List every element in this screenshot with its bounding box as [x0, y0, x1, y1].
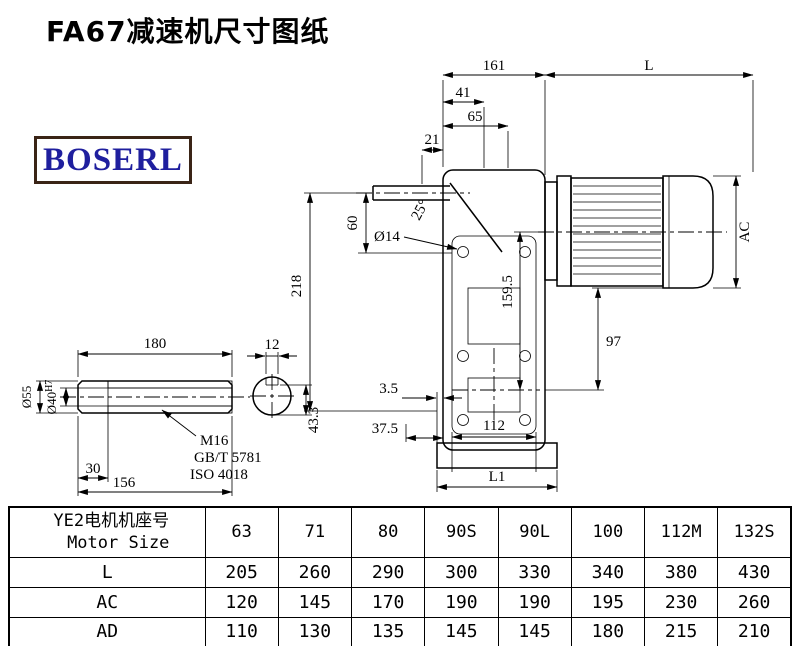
table-cell: 210 — [717, 616, 792, 646]
label-iso-standard: ISO 4018 — [190, 467, 248, 483]
bolt-hole — [519, 246, 531, 258]
dim-angle25-label: 25° — [408, 197, 432, 223]
bolt-hole — [519, 350, 531, 362]
table-cell: 190 — [497, 586, 572, 618]
motor-size-table: YE2电机机座号 Motor Size 63 71 80 90S 90L 100… — [8, 506, 792, 646]
table-cell: 195 — [570, 586, 646, 618]
dim-L1-label: L1 — [489, 469, 506, 485]
dim-dia40H7-label: Ø40H7 — [44, 380, 59, 415]
dim-3-5-label: 3.5 — [379, 381, 398, 397]
housing-rib-edge — [449, 182, 503, 253]
table-cell: 260 — [277, 556, 353, 588]
table-cell: 230 — [643, 586, 719, 618]
dim-97-label: 97 — [606, 334, 622, 350]
main-dimensions: 161 L 41 65 21 60 218 Ø14 25° 159.5 AC 9… — [289, 58, 754, 492]
dim-21-label: 21 — [425, 132, 440, 148]
dim-L-label: L — [644, 58, 653, 74]
size-col-header: 90S — [424, 506, 499, 558]
dim-dia40-value: Ø40 — [44, 392, 59, 414]
dim-dia55-label: Ø55 — [19, 386, 34, 408]
dim-37-5-label: 37.5 — [372, 421, 398, 437]
dim-12-label: 12 — [265, 337, 280, 353]
dim-161-label: 161 — [483, 58, 506, 74]
table-cell: 340 — [570, 556, 646, 588]
table-cell: 190 — [424, 586, 499, 618]
dim-112-label: 112 — [483, 418, 505, 434]
dim-218-label: 218 — [289, 275, 305, 298]
row-label: AD — [8, 616, 206, 646]
label-gb-standard: GB/T 5781 — [194, 450, 262, 466]
size-col-header: 112M — [643, 506, 719, 558]
table-cell: 430 — [717, 556, 792, 588]
motor-size-label-en: Motor Size — [67, 533, 170, 554]
table-cell: 120 — [204, 586, 279, 618]
size-col-header: 132S — [717, 506, 792, 558]
detail-dimensions: 180 12 Ø55 Ø40H7 30 156 M16 GB/T 5781 IS… — [19, 336, 322, 496]
table-cell: 170 — [350, 586, 426, 618]
table-cell: 380 — [643, 556, 719, 588]
table-row-L: L 205 260 290 300 330 340 380 430 — [8, 556, 792, 588]
fan-cover — [662, 175, 714, 289]
label-m16: M16 — [200, 433, 229, 449]
table-cell: 145 — [277, 586, 353, 618]
table-cell: 215 — [643, 616, 719, 646]
table-cell: 180 — [570, 616, 646, 646]
table-cell: 145 — [497, 616, 572, 646]
bolt-hole — [519, 414, 531, 426]
table-cell: 205 — [204, 556, 279, 588]
dim-41-label: 41 — [456, 85, 471, 101]
row-label: L — [8, 556, 206, 588]
page-title: FA67减速机尺寸图纸 — [46, 15, 330, 48]
table-cell: 300 — [424, 556, 499, 588]
brand-logo: BOSERL — [34, 136, 192, 184]
dim-dia14-label: Ø14 — [374, 229, 400, 245]
gearbox-base — [436, 442, 558, 469]
table-header-motor-size: YE2电机机座号 Motor Size — [8, 506, 206, 558]
dim-65-label: 65 — [468, 109, 483, 125]
motor-front-flange — [556, 175, 572, 287]
row-label: AC — [8, 586, 206, 618]
table-header-row: YE2电机机座号 Motor Size 63 71 80 90S 90L 100… — [8, 506, 792, 558]
brand-logo-text: BOSERL — [43, 141, 183, 178]
size-col-header: 71 — [277, 506, 353, 558]
bolt-hole — [457, 414, 469, 426]
dim-AC-label: AC — [737, 222, 753, 243]
reducer-side-view: 161 L 41 65 21 60 218 Ø14 25° 159.5 AC 9… — [289, 58, 754, 492]
size-col-header: 63 — [204, 506, 279, 558]
motor-size-label-cn: YE2电机机座号 — [53, 511, 170, 532]
shaft-detail-view: 180 12 Ø55 Ø40H7 30 156 M16 GB/T 5781 IS… — [19, 336, 322, 496]
size-col-header: 80 — [350, 506, 426, 558]
motor — [538, 175, 727, 289]
dim-159-5-label: 159.5 — [500, 275, 516, 309]
table-cell: 110 — [204, 616, 279, 646]
table-row-AD: AD 110 130 135 145 145 180 215 210 — [8, 616, 792, 646]
shaft-hatch-top — [107, 380, 233, 389]
table-cell: 130 — [277, 616, 353, 646]
dim-43-3-label: 43.3 — [306, 407, 322, 433]
size-col-header: 100 — [570, 506, 646, 558]
bolt-hole — [457, 350, 469, 362]
key-section-view — [250, 374, 294, 418]
table-cell: 260 — [717, 586, 792, 618]
table-cell: 290 — [350, 556, 426, 588]
shaft-hatch-bottom — [107, 405, 233, 414]
dim-60-label: 60 — [345, 216, 361, 231]
table-cell: 135 — [350, 616, 426, 646]
technical-drawing: 161 L 41 65 21 60 218 Ø14 25° 159.5 AC 9… — [19, 58, 754, 496]
motor-adapter-flange — [544, 181, 558, 281]
table-cell: 145 — [424, 616, 499, 646]
dim-dia40-tolerance: H7 — [44, 380, 55, 392]
bolt-hole — [457, 246, 469, 258]
dim-30-label: 30 — [86, 461, 101, 477]
table-row-AC: AC 120 145 170 190 190 195 230 260 — [8, 586, 792, 618]
output-shaft — [356, 185, 470, 201]
dim-180-label: 180 — [144, 336, 167, 352]
dim-156-label: 156 — [113, 475, 136, 491]
size-col-header: 90L — [497, 506, 572, 558]
gearbox-housing — [442, 169, 546, 451]
table-cell: 330 — [497, 556, 572, 588]
